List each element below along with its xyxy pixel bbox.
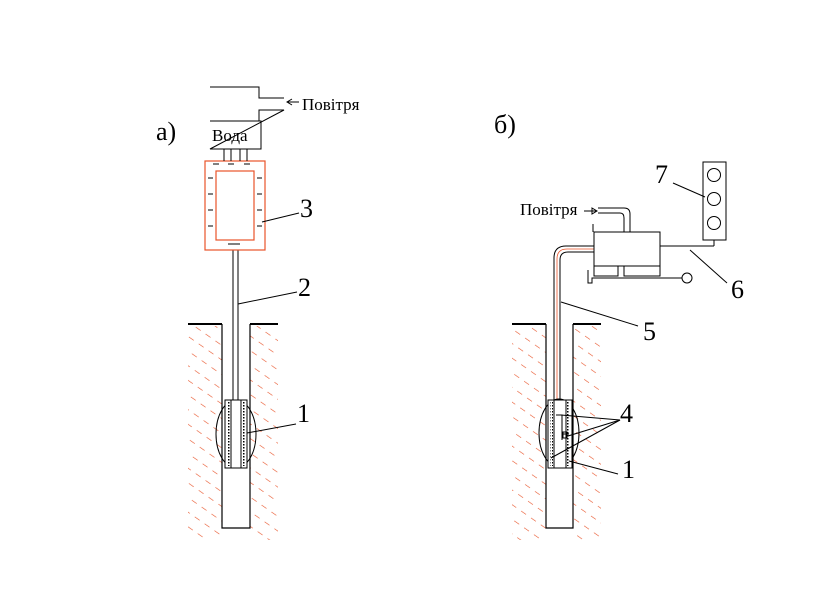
leader-5	[560, 301, 639, 327]
tube	[553, 245, 594, 400]
water-label: Вода	[212, 126, 248, 145]
soil-hatch-left-b	[512, 326, 546, 540]
panel-b: б) Повітря	[494, 110, 744, 540]
well-bore-b	[545, 324, 574, 529]
callout-5: 5	[643, 317, 656, 346]
callout-7: 7	[655, 160, 668, 189]
gauge-line	[587, 270, 682, 284]
callout-4: 4	[620, 399, 633, 428]
leader-3	[261, 212, 300, 223]
indicator-lamp-bottom	[707, 216, 721, 230]
pressure-chamber	[204, 160, 266, 251]
control-unit	[593, 231, 661, 267]
callout-2: 2	[298, 273, 311, 302]
leader-4	[550, 414, 621, 459]
indicator-lamp-middle	[707, 192, 721, 206]
air-inlet-arrow	[286, 98, 299, 106]
indicator-lamp-top	[707, 168, 721, 182]
callout-6: 6	[731, 275, 744, 304]
leader-1b	[568, 460, 619, 475]
panel-a: а)	[156, 86, 360, 540]
panel-a-label: а)	[156, 117, 176, 146]
callout-1a: 1	[297, 399, 310, 428]
air-arrow-b	[584, 207, 598, 215]
callout-1b: 1	[622, 455, 635, 484]
water-tank	[209, 86, 285, 150]
leader-7	[672, 182, 706, 198]
leader-6	[689, 249, 728, 284]
chamber-inner	[215, 170, 255, 241]
tank-connector	[223, 149, 248, 161]
soil-hatch-right	[250, 326, 278, 540]
air-label-b: Повітря	[520, 200, 578, 219]
control-unit-base	[593, 266, 661, 277]
pressure-gauge	[681, 272, 693, 284]
chamber-ticks	[208, 163, 262, 245]
leader-2	[237, 291, 298, 305]
air-pipe-b	[598, 207, 631, 232]
soil-hatch-left	[188, 326, 222, 540]
leader-1a	[246, 423, 297, 434]
well-bore	[221, 324, 251, 529]
callout-3: 3	[300, 194, 313, 223]
panel-b-label: б)	[494, 110, 516, 139]
air-label-a: Повітря	[302, 95, 360, 114]
